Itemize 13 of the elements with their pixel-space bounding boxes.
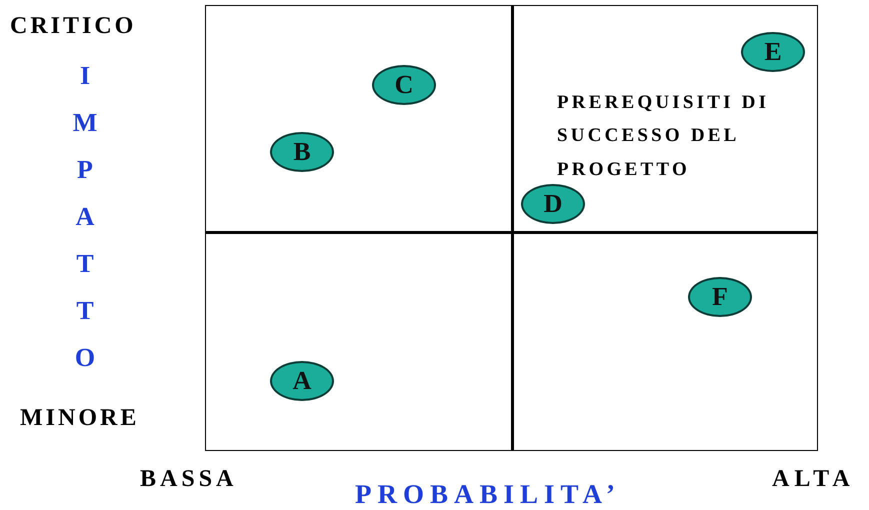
quadrant-label: PREREQUISITI DI SUCCESSO DEL PROGETTO: [557, 91, 770, 182]
axis-label: MINORE: [20, 404, 140, 433]
axis-label: BASSA: [140, 465, 238, 494]
axis-label: ALTA: [772, 465, 855, 494]
risk-ellipse: D: [521, 184, 585, 224]
axis-title: IMPATTO: [72, 60, 98, 374]
risk-ellipse: F: [688, 277, 752, 317]
risk-ellipse: E: [741, 32, 805, 72]
risk-ellipse: C: [372, 65, 436, 105]
axis-label: CRITICO: [10, 12, 136, 41]
risk-ellipse: B: [270, 132, 334, 172]
axis-title: PROBABILITA’: [355, 478, 622, 510]
risk-ellipse: A: [270, 361, 334, 401]
